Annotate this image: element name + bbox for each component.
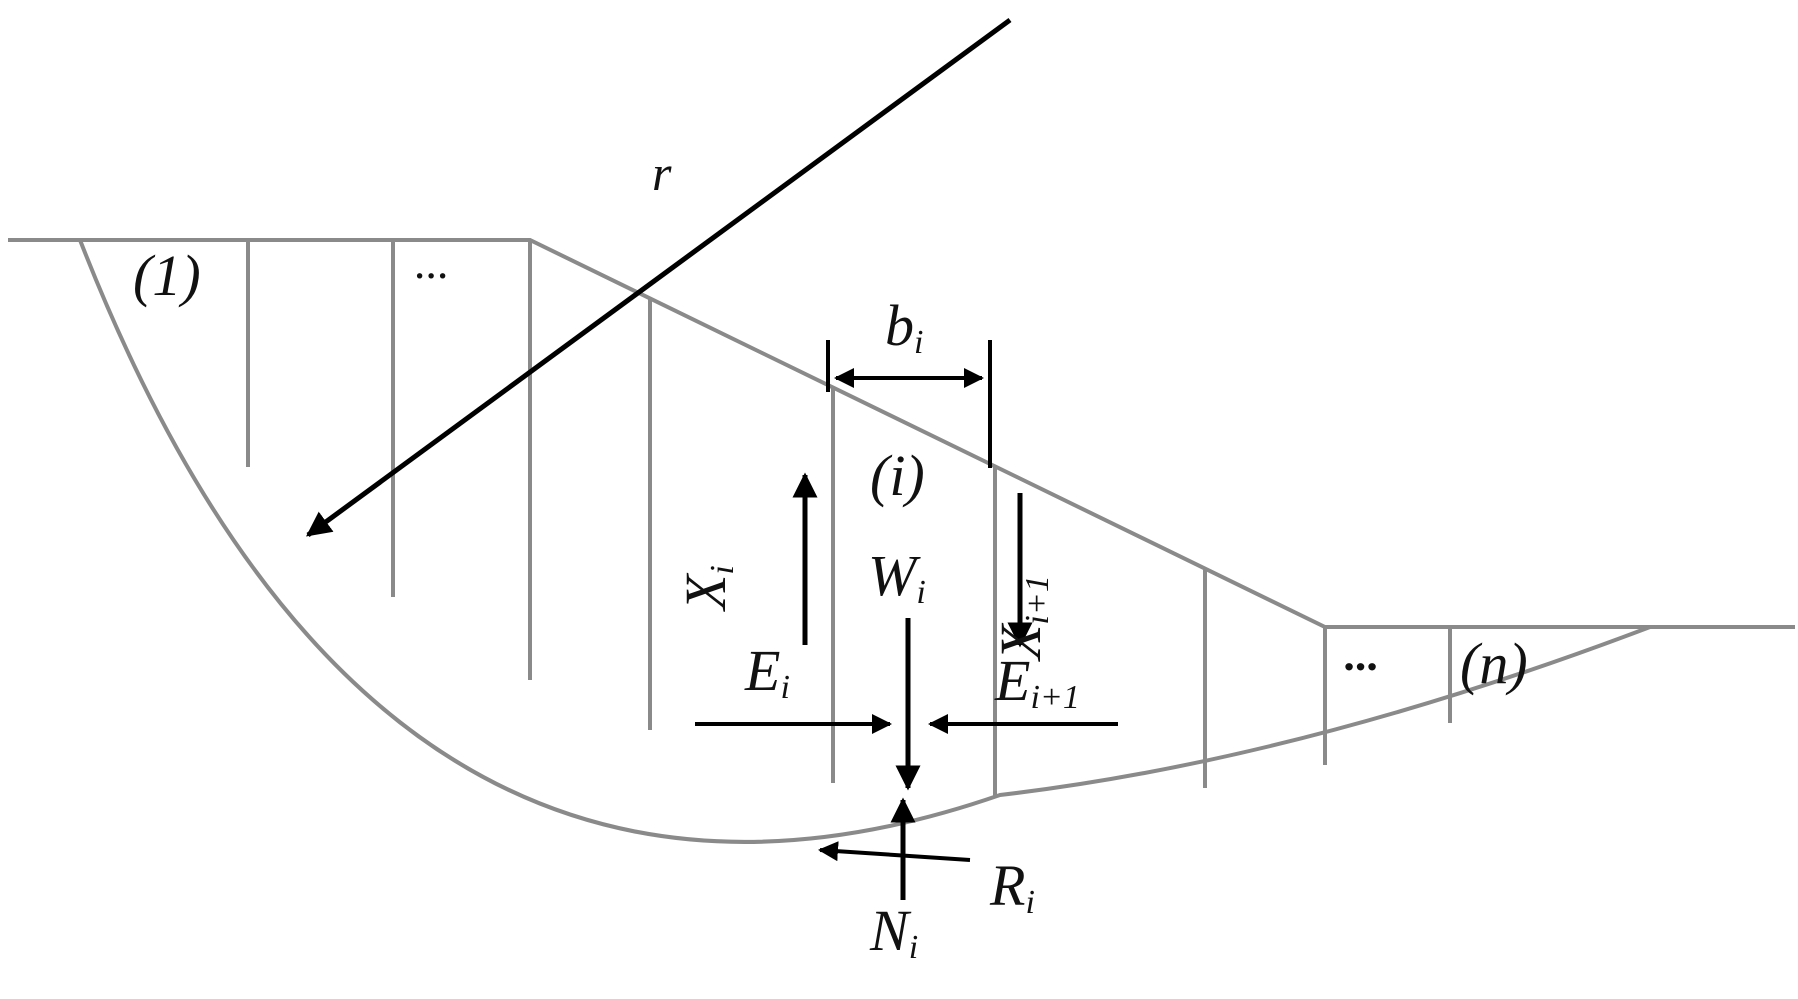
radius-label: r — [652, 145, 672, 201]
ground-surface — [8, 238, 1795, 629]
slice-first-label: (1) — [133, 243, 201, 308]
slice-right-dots: ... — [1345, 629, 1380, 680]
shear-left-label: Xi — [673, 565, 741, 612]
slice-last-label: (n) — [1460, 631, 1528, 696]
weight-label: Wi — [868, 543, 926, 611]
slip-surface — [78, 239, 1651, 844]
normal-right-label: Ei+1 — [994, 648, 1080, 716]
base-shear-label: Ri — [989, 853, 1035, 921]
width-label: bi — [885, 293, 923, 361]
slice-i-label: (i) — [870, 443, 925, 508]
base-normal-label: Ni — [869, 898, 918, 966]
normal-left-label: Ei — [744, 638, 790, 706]
radius-line — [305, 17, 1012, 538]
slice-boundaries — [246, 240, 1452, 797]
slice-mid-dots: ... — [415, 237, 450, 288]
base-shear-arrow — [818, 841, 971, 862]
shear-right-label: Xi+1 — [988, 575, 1056, 662]
